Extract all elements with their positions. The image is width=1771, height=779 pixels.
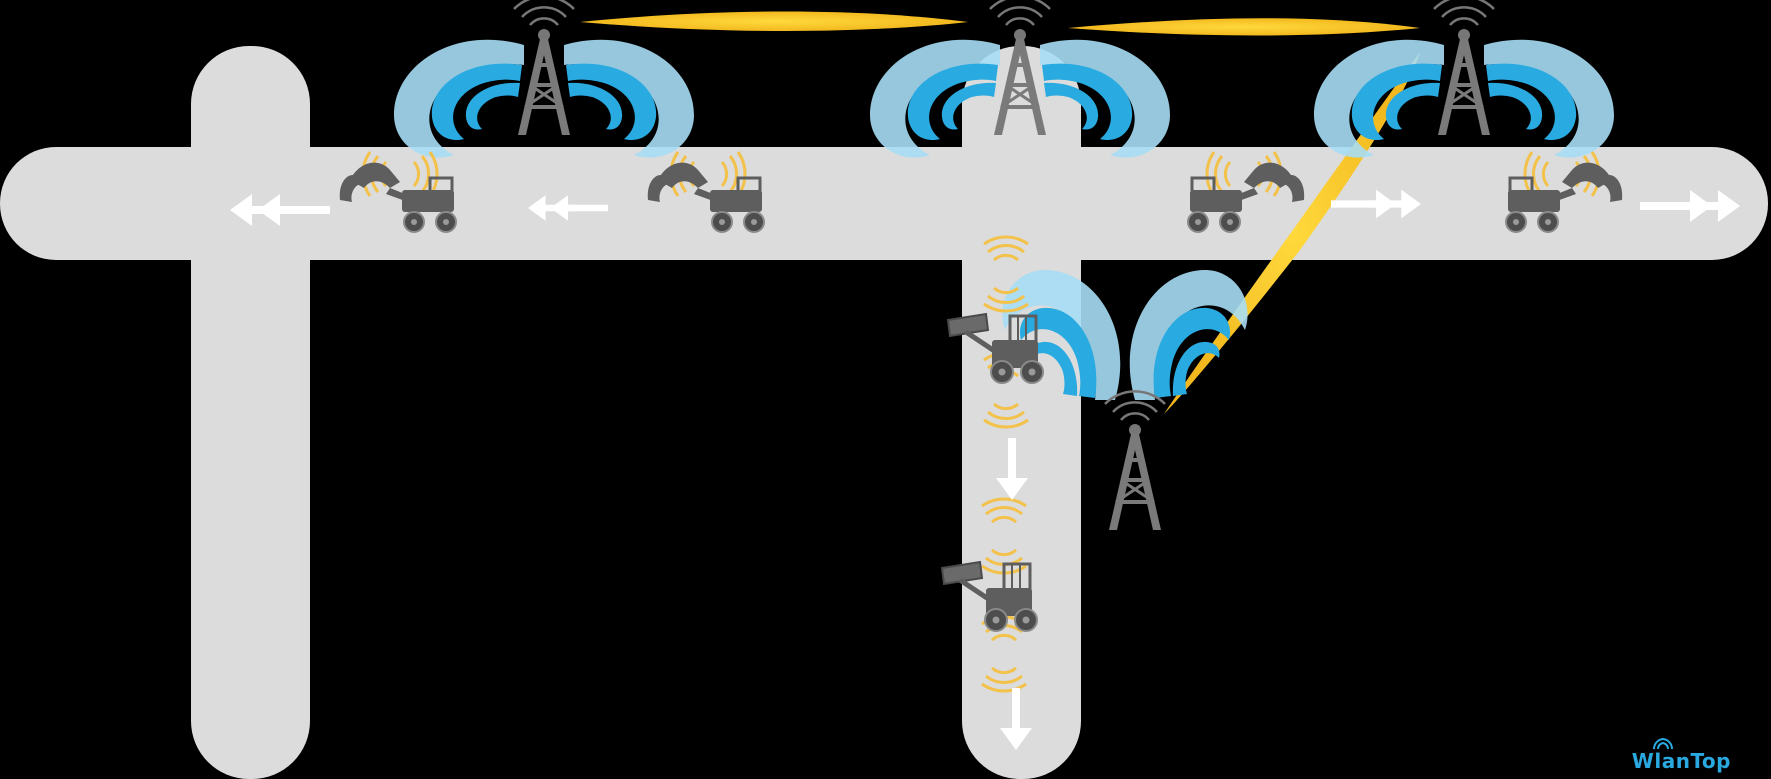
wifi-coverage-icon — [1484, 39, 1614, 158]
wifi-coverage-icon — [564, 39, 694, 158]
brand-logo: WlanTop — [1631, 737, 1731, 773]
wifi-coverage-icon — [1314, 40, 1444, 158]
road-network — [0, 46, 1768, 779]
wifi-coverage-icon — [394, 40, 524, 158]
wifi-logo-icon — [1652, 737, 1673, 750]
brand-name: WlanTop — [1631, 749, 1731, 773]
link-tower2-tower3 — [1068, 18, 1420, 36]
radio-tower-icon — [1103, 389, 1167, 532]
radio-tower-icon — [512, 0, 576, 137]
link-tower1-tower2 — [580, 11, 968, 31]
road-left-vertical — [191, 46, 310, 779]
radio-tower-icon — [1432, 0, 1496, 137]
